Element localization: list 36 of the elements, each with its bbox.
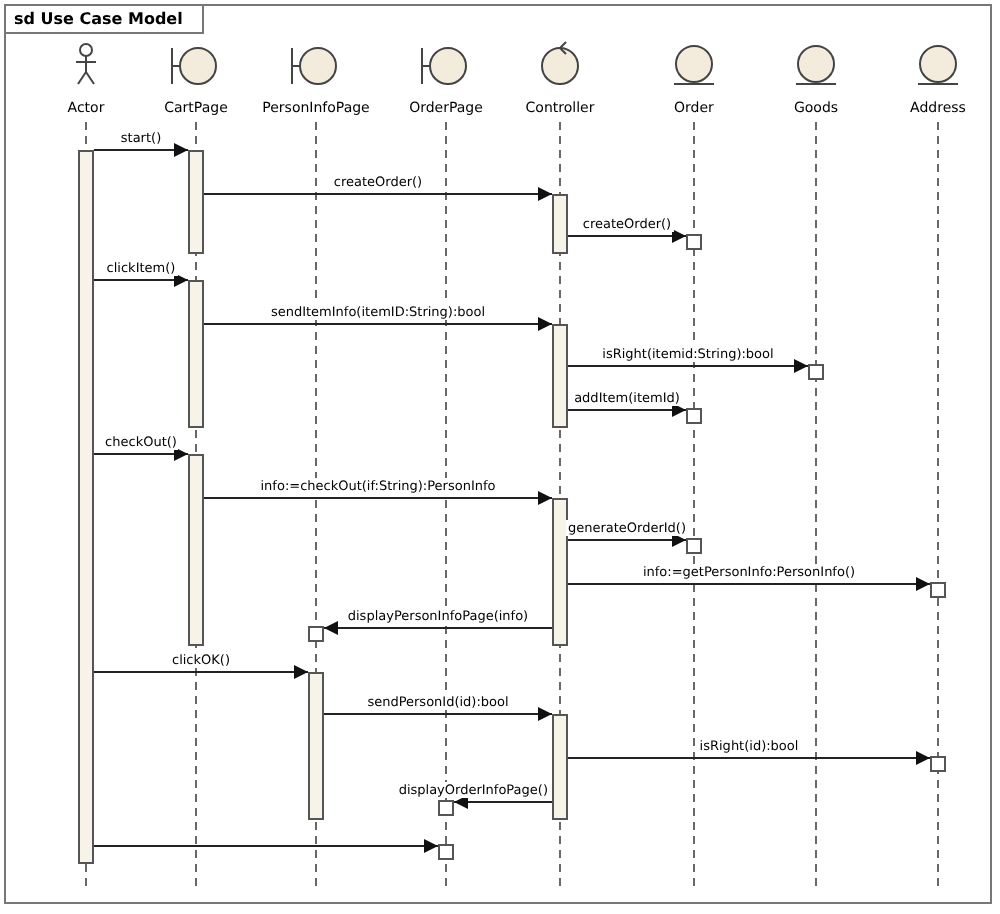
message-arrow: [93, 665, 309, 679]
activation-bar: [78, 150, 94, 864]
message-arrow: [567, 577, 931, 591]
message-arrow: [93, 839, 439, 853]
activation-bar: [552, 498, 568, 646]
message-arrow: [567, 359, 809, 373]
message-arrow: [93, 447, 189, 461]
message-arrow: [567, 751, 931, 765]
message-arrow: [93, 143, 189, 157]
message-arrow: [567, 229, 687, 243]
activation-box: [930, 756, 946, 772]
message-arrow: [93, 273, 189, 287]
message-arrow: [203, 317, 553, 331]
frame-title: sd Use Case Model: [6, 6, 205, 34]
message-arrow: [203, 187, 553, 201]
activation-bar: [308, 672, 324, 820]
activation-box: [438, 844, 454, 860]
activation-box: [686, 408, 702, 424]
message-arrow: [453, 795, 553, 809]
activation-bar: [188, 454, 204, 646]
activation-bar: [552, 714, 568, 820]
message-arrow: [567, 533, 687, 547]
activation-bar: [552, 324, 568, 428]
message-arrow: [567, 403, 687, 417]
message-arrow: [323, 707, 553, 721]
activation-box: [438, 800, 454, 816]
message-arrow: [323, 621, 553, 635]
activation-bar: [188, 150, 204, 254]
message-arrow: [203, 491, 553, 505]
activation-box: [808, 364, 824, 380]
activation-box: [308, 626, 324, 642]
activation-bar: [188, 280, 204, 428]
activation-box: [930, 582, 946, 598]
activation-box: [686, 234, 702, 250]
activation-box: [686, 538, 702, 554]
activation-bar: [552, 194, 568, 254]
